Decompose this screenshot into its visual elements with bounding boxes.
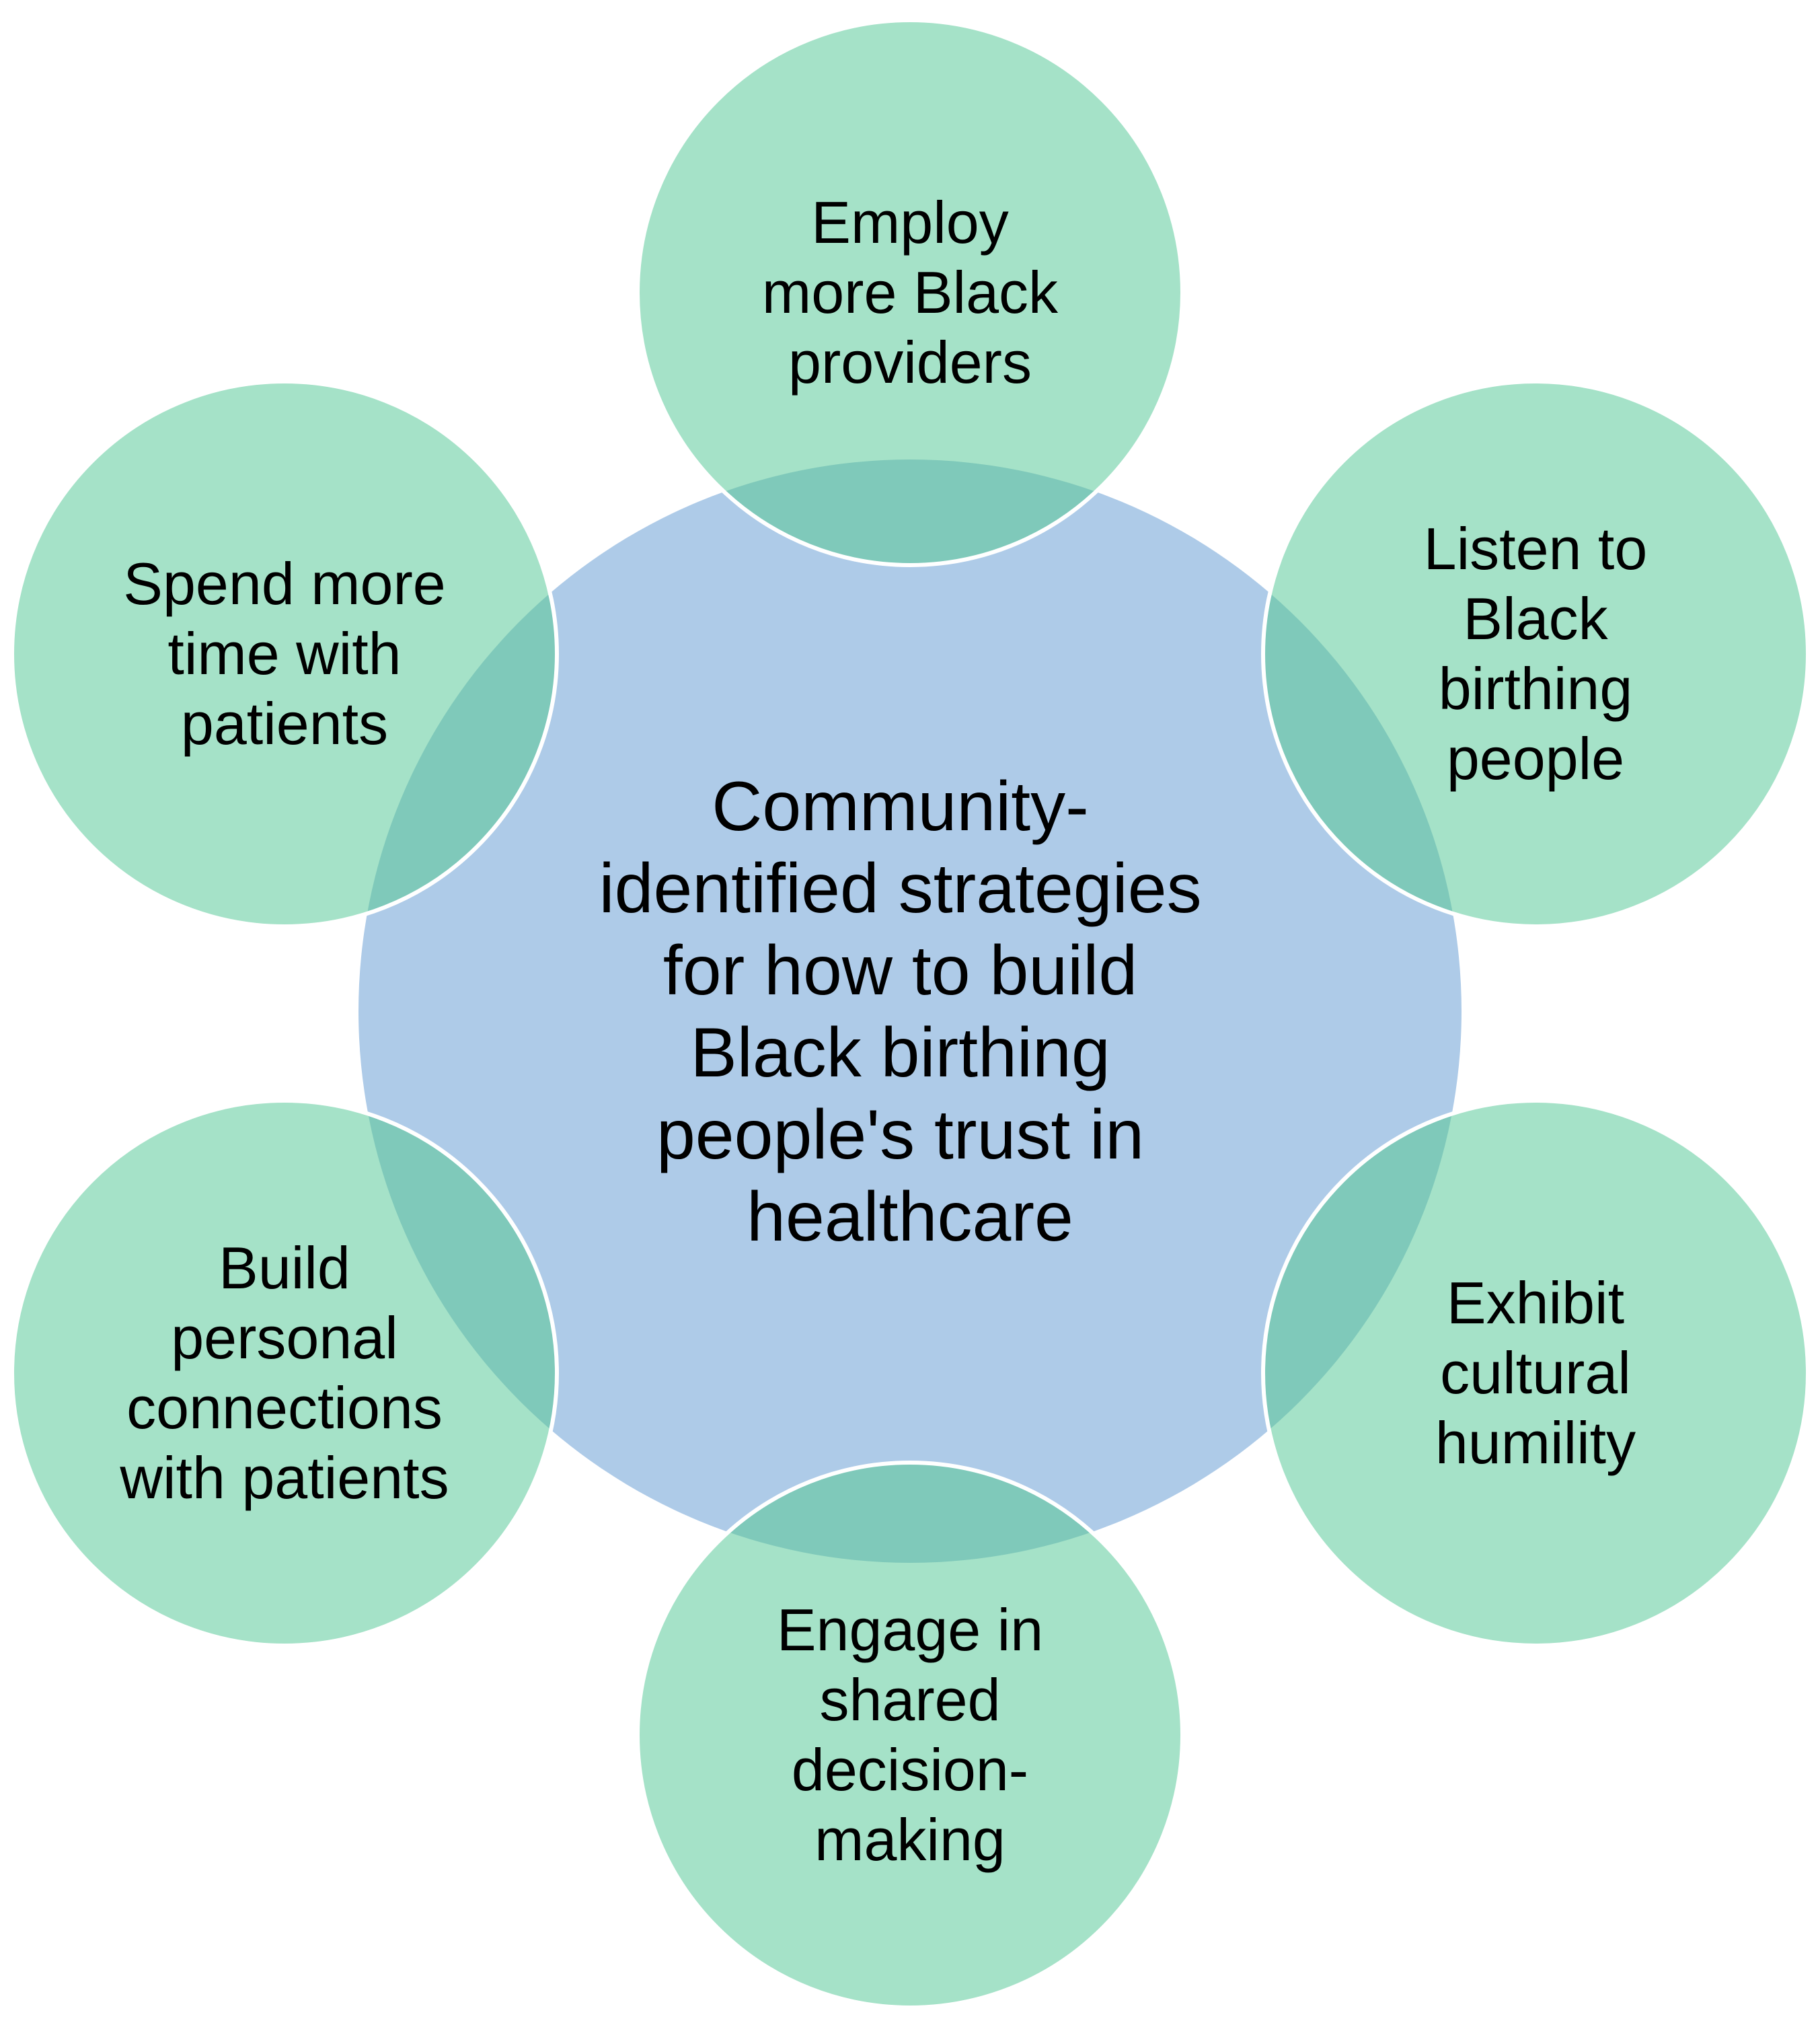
strategy-label-line: Spend more xyxy=(123,550,445,617)
center-line: people's trust in xyxy=(656,1096,1144,1174)
strategy-label-line: personal xyxy=(171,1304,398,1371)
strategy-label-line: Employ xyxy=(811,189,1008,256)
strategy-label-line: humility xyxy=(1435,1409,1636,1476)
strategy-label-line: Black xyxy=(1463,585,1608,652)
center-line: healthcare xyxy=(747,1178,1073,1256)
strategy-outline-time xyxy=(10,379,559,928)
strategy-label-line: patients xyxy=(181,690,388,757)
strategy-label-line: cultural xyxy=(1440,1339,1631,1406)
strategy-label-line: people xyxy=(1447,725,1624,792)
strategy-circle-employ xyxy=(638,20,1182,565)
strategy-label-line: more Black xyxy=(762,259,1059,326)
strategy-label-line: making xyxy=(814,1806,1006,1873)
center-label: Community- identified strategies for how… xyxy=(599,768,1221,1256)
strategy-label-line: shared xyxy=(819,1666,1000,1733)
strategy-label-line: time with xyxy=(167,620,401,687)
center-line: identified strategies xyxy=(599,850,1202,928)
center-circle xyxy=(358,459,1462,1563)
strategy-outline-listen xyxy=(1261,379,1810,928)
strategy-label-line: Build xyxy=(219,1235,350,1301)
strategy-label-line: birthing xyxy=(1439,655,1633,722)
strategy-label-line: with patients xyxy=(119,1444,449,1511)
strategy-outline-shared xyxy=(636,1461,1184,2010)
center-line: Black birthing xyxy=(690,1014,1110,1092)
center-line: Community- xyxy=(712,768,1089,846)
strategy-outline-employ xyxy=(636,18,1184,567)
strategy-circle-shared xyxy=(638,1463,1182,2008)
strategy-label-line: Engage in xyxy=(777,1596,1043,1663)
strategy-label-line: Listen to xyxy=(1424,515,1648,582)
strategy-label-line: providers xyxy=(788,329,1032,396)
strategy-outline-connections xyxy=(10,1099,559,1648)
strategy-label-line: connections xyxy=(126,1374,443,1441)
strategy-outline-humility xyxy=(1261,1099,1810,1648)
strategy-label-line: decision- xyxy=(792,1736,1028,1803)
center-line: for how to build xyxy=(663,932,1137,1010)
strategy-label-line: Exhibit xyxy=(1447,1270,1624,1336)
